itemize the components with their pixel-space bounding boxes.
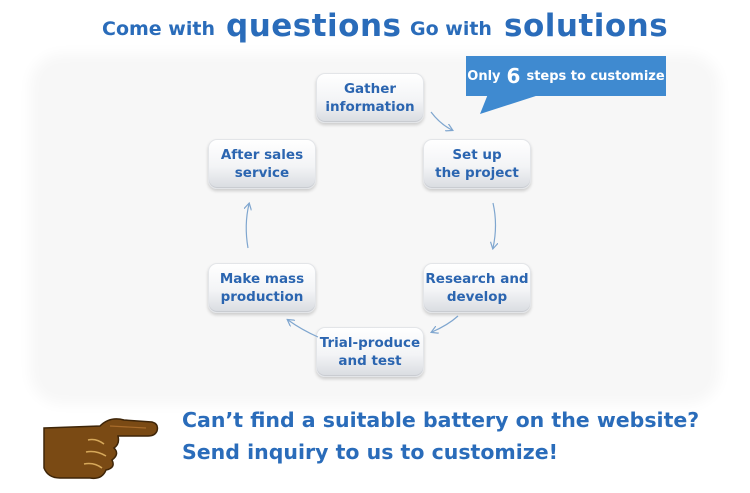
pointing-hand-icon [43,418,159,480]
step-after-sales-service: After sales service [208,139,316,189]
headline: Come with questions Go with solutions [0,4,750,48]
step-set-up-project: Set up the project [423,139,531,189]
headline-questions: questions [226,8,402,44]
footer-line-1: Can’t find a suitable battery on the web… [182,408,700,432]
callout-number: 6 [506,64,521,88]
step-research-develop: Research and develop [423,263,531,313]
headline-come-with: Come with [102,18,215,40]
step-make-mass-production: Make mass production [208,263,316,313]
callout-prefix: Only [467,68,501,84]
step-trial-produce-test: Trial-produce and test [316,327,424,377]
steps-callout: Only 6 steps to customize [466,56,666,96]
headline-solutions: solutions [504,8,669,44]
callout-suffix: steps to customize [526,68,665,84]
footer-line-2: Send inquiry to us to customize! [182,440,558,464]
headline-go-with: Go with [410,18,492,40]
step-gather-information: Gather information [316,73,424,123]
